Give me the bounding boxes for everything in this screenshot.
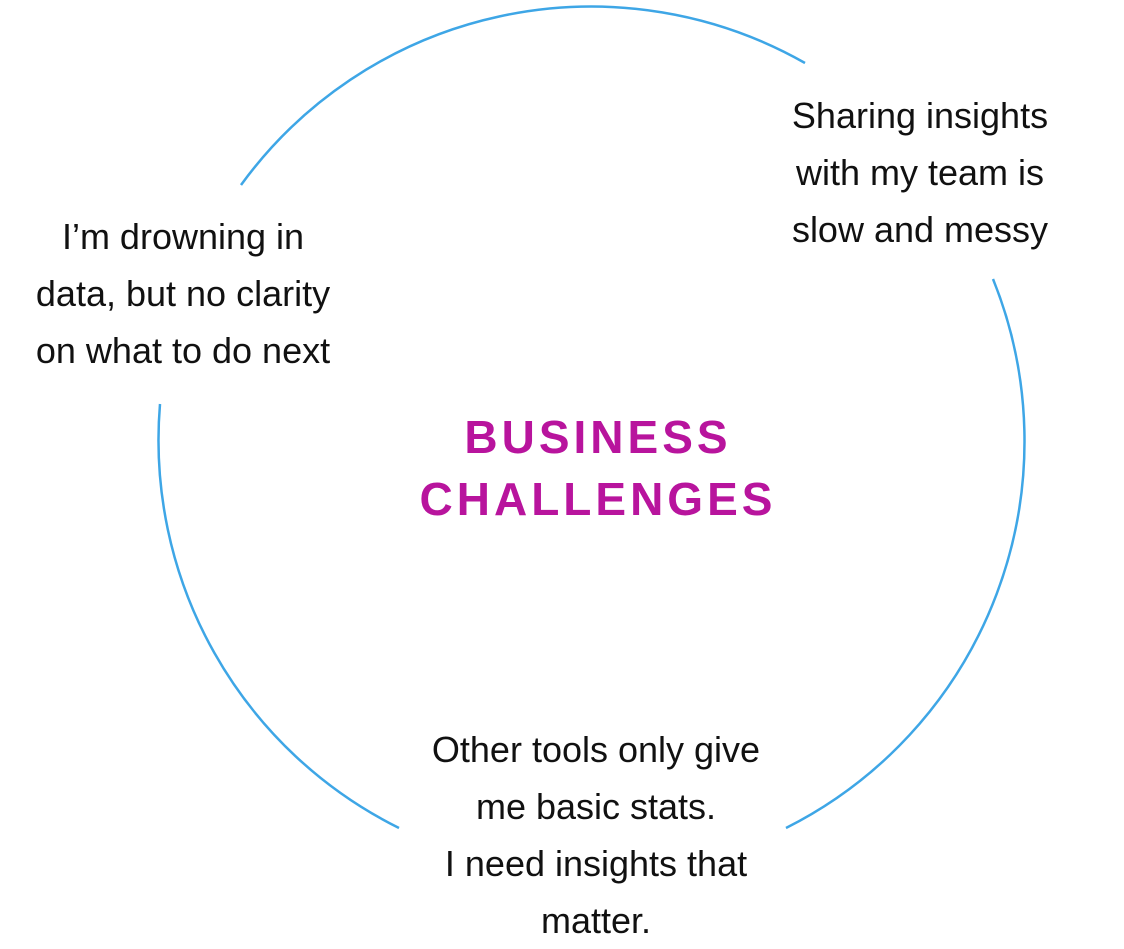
challenge-line: I’m drowning in	[61, 216, 305, 257]
challenge-line: data, but no clarity	[35, 273, 331, 314]
diagram-title: BUSINESS CHALLENGES	[340, 406, 856, 530]
challenge-line: on what to do next	[35, 330, 331, 371]
challenge-basic-stats: Other tools only give me basic stats. I …	[380, 721, 812, 949]
challenge-line: Other tools only give	[431, 729, 761, 770]
challenge-data-clarity: I’m drowning in data, but no clarity on …	[0, 208, 366, 379]
challenge-line: with my team is	[795, 152, 1045, 193]
ring-arc-left	[157, 403, 400, 830]
challenge-line: Sharing insights	[791, 95, 1049, 136]
title-line-2: CHALLENGES	[419, 473, 777, 525]
challenge-line: me basic stats.	[475, 786, 717, 827]
challenge-line: slow and messy	[791, 209, 1049, 250]
title-line-1: BUSINESS	[464, 411, 732, 463]
challenge-sharing: Sharing insights with my team is slow an…	[740, 87, 1100, 258]
challenge-line: matter.	[540, 900, 652, 941]
challenge-line: I need insights that	[444, 843, 748, 884]
ring-arc-right	[785, 278, 1026, 830]
ring-arc-top	[239, 5, 806, 186]
